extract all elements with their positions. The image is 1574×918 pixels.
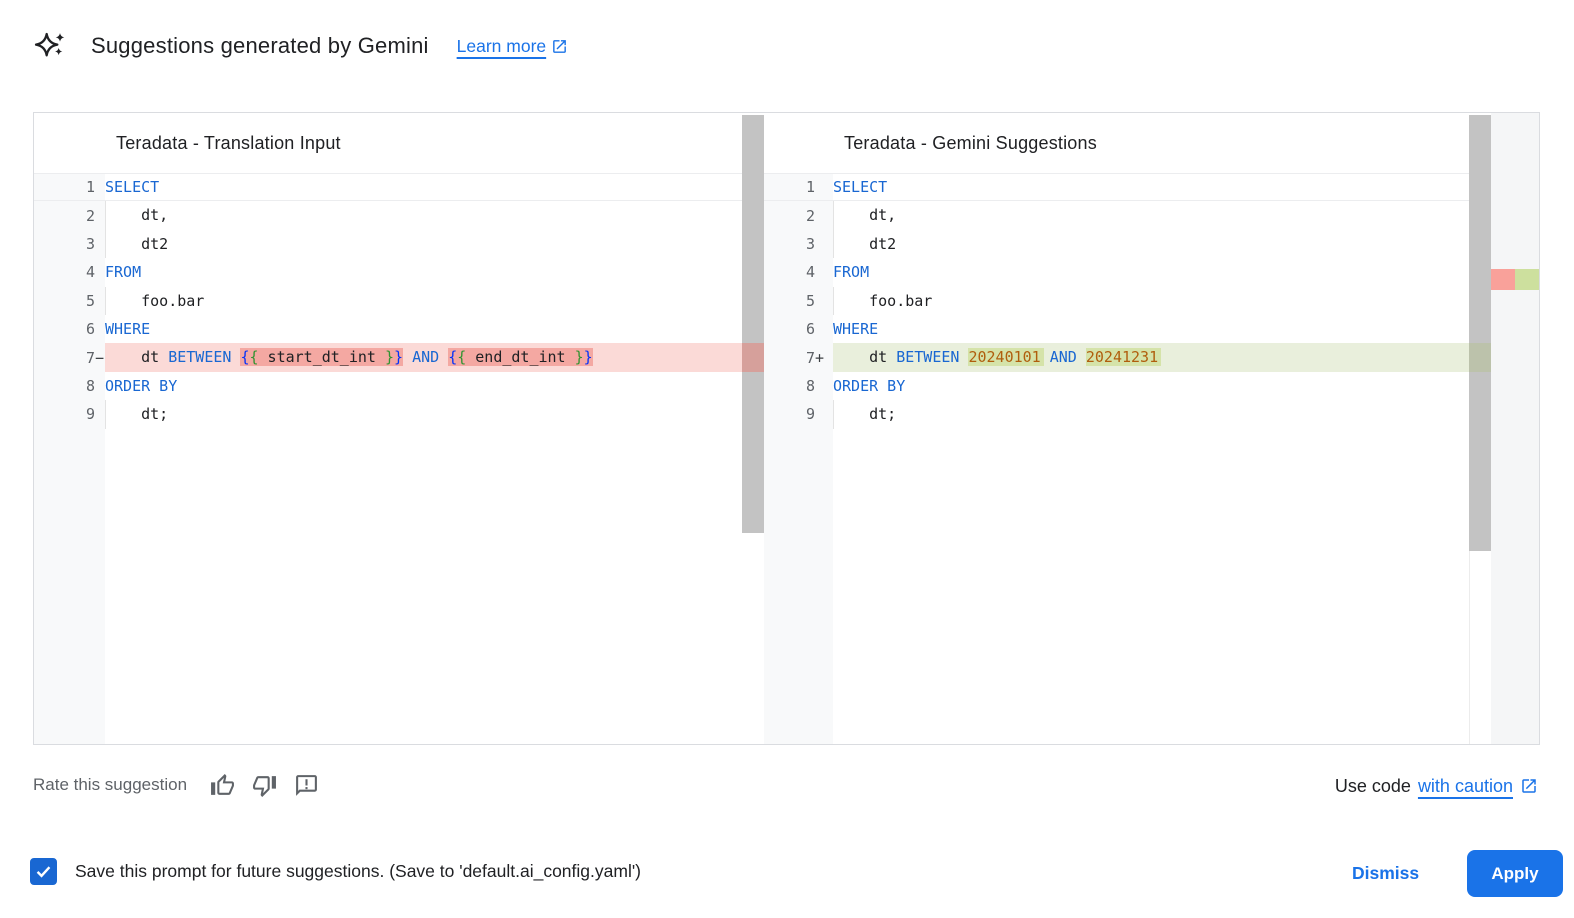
line-number-gutter — [764, 113, 833, 744]
header: Suggestions generated by Gemini Learn mo… — [33, 28, 568, 64]
line-number: 9 — [805, 405, 815, 424]
learn-more-label: Learn more — [456, 35, 547, 56]
left-pane-title: Teradata - Translation Input — [116, 133, 341, 153]
thumb-up-icon — [210, 773, 234, 795]
scrollbar-added-tint — [1469, 343, 1491, 372]
left-scrollbar-thumb[interactable] — [742, 115, 764, 533]
diff-overview-removed-marker — [1491, 269, 1515, 290]
diff-view: Teradata - Translation Input 1 SELECT 2 dt… — [33, 112, 1540, 745]
code-line-9[interactable]: 9 dt; — [34, 400, 764, 428]
line-number: 8 — [85, 376, 95, 395]
dismiss-button[interactable]: Dismiss — [1338, 851, 1433, 896]
code-text: SELECT — [105, 178, 160, 196]
code-text: ORDER BY — [833, 376, 906, 395]
code-text: FROM — [105, 263, 142, 282]
code-text: foo.bar — [833, 287, 1491, 315]
code-line-8[interactable]: 8 ORDER BY — [764, 372, 1491, 400]
code-line-7[interactable]: 7+ dt BETWEEN 20240101 AND 20241231 — [764, 343, 1491, 372]
code-line-5[interactable]: 5 foo.bar — [764, 287, 1491, 315]
code-text: SELECT — [833, 178, 888, 196]
code-text: ORDER BY — [105, 376, 178, 395]
code-line-2[interactable]: 2 dt, — [34, 201, 764, 229]
line-number: 2 — [805, 206, 815, 225]
code-line-2[interactable]: 2 dt, — [764, 201, 1491, 229]
code-text: dt2 — [105, 230, 764, 258]
open-in-new-icon — [553, 39, 567, 53]
code-line-8[interactable]: 8 ORDER BY — [34, 372, 764, 400]
right-pane-title: Teradata - Gemini Suggestions — [844, 133, 1097, 153]
code-text: WHERE — [833, 319, 879, 338]
code-line-1[interactable]: 1 SELECT — [764, 173, 1491, 201]
code-line-5[interactable]: 5 foo.bar — [34, 287, 764, 315]
thumb-up-button[interactable] — [209, 772, 235, 798]
line-number: 2 — [85, 206, 95, 225]
code-text: dt; — [105, 400, 764, 428]
code-text: dt; — [833, 400, 1491, 428]
feedback-icon — [295, 774, 317, 796]
save-prompt-checkbox[interactable] — [30, 858, 57, 885]
line-number: 4 — [805, 263, 815, 282]
scrollbar-removed-tint — [742, 343, 764, 372]
code-line-6[interactable]: 6 WHERE — [34, 315, 764, 343]
thumb-down-button[interactable] — [251, 772, 277, 798]
code-text: WHERE — [105, 319, 151, 338]
learn-more-link[interactable]: Learn more — [457, 36, 569, 57]
line-number: 7− — [85, 348, 105, 367]
apply-button[interactable]: Apply — [1467, 850, 1563, 897]
save-prompt-label: Save this prompt for future suggestions.… — [75, 861, 641, 881]
feedback-button[interactable] — [293, 772, 319, 798]
line-number: 1 — [85, 178, 95, 197]
use-code-caution: Use code with caution — [1335, 770, 1538, 802]
checkmark-icon — [36, 866, 51, 878]
line-number: 7+ — [805, 348, 825, 367]
open-in-new-icon — [1522, 779, 1536, 793]
left-pane-header: Teradata - Translation Input — [34, 113, 764, 173]
code-line-7[interactable]: 7− dt BETWEEN {{ start_dt_int }} AND {{ … — [34, 343, 764, 372]
line-number: 8 — [805, 376, 815, 395]
diff-overview-added-marker — [1515, 269, 1539, 290]
gemini-sparkle-icon — [33, 28, 67, 64]
line-number: 5 — [85, 291, 95, 310]
translation-input-pane: Teradata - Translation Input 1 SELECT 2 dt… — [34, 113, 764, 744]
line-number: 5 — [805, 291, 815, 310]
code-text: dt2 — [833, 230, 1491, 258]
line-number: 4 — [85, 263, 95, 282]
code-text: dt, — [833, 201, 1491, 229]
code-line-9[interactable]: 9 dt; — [764, 400, 1491, 428]
code-line-3[interactable]: 3 dt2 — [764, 230, 1491, 258]
code-text: foo.bar — [105, 287, 764, 315]
rate-suggestion-label: Rate this suggestion — [33, 775, 188, 794]
code-line-3[interactable]: 3 dt2 — [34, 230, 764, 258]
line-number: 6 — [805, 320, 815, 339]
use-code-label: Use code — [1334, 775, 1411, 796]
gemini-suggestions-pane: Teradata - Gemini Suggestions 1 SELECT 2 d… — [764, 113, 1539, 744]
thumb-down-icon — [252, 775, 276, 797]
line-number: 1 — [805, 178, 815, 197]
right-pane-header: Teradata - Gemini Suggestions — [764, 113, 1539, 173]
code-line-1[interactable]: 1 SELECT — [34, 173, 764, 201]
code-text: dt, — [105, 201, 764, 229]
code-text: dt BETWEEN {{ start_dt_int }} AND {{ end… — [105, 343, 764, 372]
rating-row: Rate this suggestion — [33, 769, 335, 801]
line-number: 3 — [805, 234, 815, 253]
code-line-6[interactable]: 6 WHERE — [764, 315, 1491, 343]
line-number-gutter — [34, 113, 105, 744]
code-line-4[interactable]: 4 FROM — [764, 258, 1491, 286]
diff-overview-ruler[interactable] — [1491, 113, 1539, 744]
page-title: Suggestions generated by Gemini — [91, 33, 429, 58]
code-line-4[interactable]: 4 FROM — [34, 258, 764, 286]
code-text: FROM — [833, 263, 870, 282]
line-number: 6 — [85, 320, 95, 339]
with-caution-link[interactable]: with caution — [1417, 775, 1513, 796]
line-number: 3 — [85, 234, 95, 253]
right-scrollbar-thumb[interactable] — [1469, 115, 1491, 551]
line-number: 9 — [85, 405, 95, 424]
code-text: dt BETWEEN 20240101 AND 20241231 — [833, 343, 1491, 372]
